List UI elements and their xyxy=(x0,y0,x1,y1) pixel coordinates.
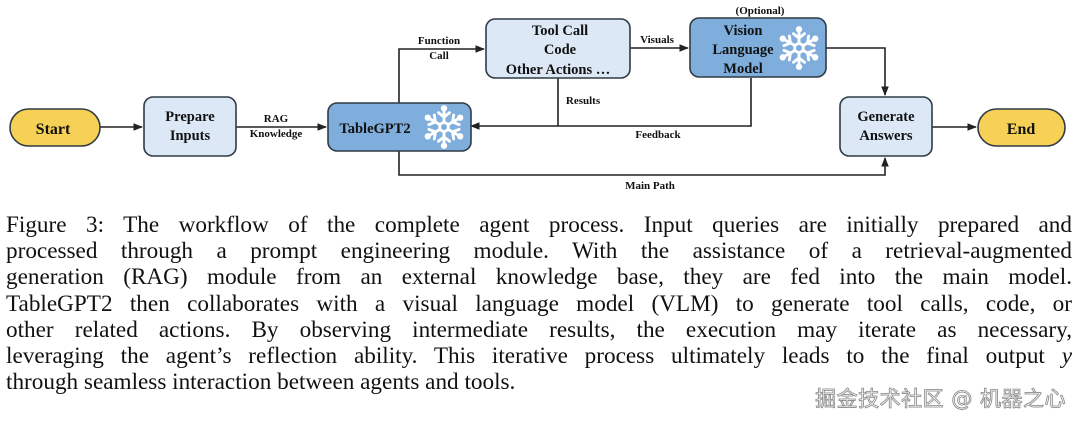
node-generate-line1: Generate xyxy=(857,109,915,125)
node-prepare-inputs: Prepare Inputs xyxy=(143,96,237,157)
caption-line: generation (RAG) module from an external… xyxy=(6,264,1072,291)
edge-feedback xyxy=(470,78,752,130)
node-generate-line2: Answers xyxy=(859,128,913,144)
node-prepare-line1: Prepare xyxy=(165,109,215,125)
edge-vlm-to-generate xyxy=(826,47,889,96)
node-generate-answers: Generate Answers xyxy=(839,96,933,157)
edge-label-rag: RAG xyxy=(264,113,289,125)
edges xyxy=(100,44,977,176)
node-tablegpt2-label: TableGPT2 xyxy=(339,121,410,137)
node-vlm: (Optional) Vision Language Model xyxy=(689,5,827,78)
node-start-label: Start xyxy=(36,121,71,138)
edge-label-function: Function xyxy=(418,35,460,47)
caption-line: through seamless interaction between age… xyxy=(6,369,516,396)
edge-main-path xyxy=(398,150,889,176)
caption-line: processed through a prompt engineering m… xyxy=(6,238,1072,265)
caption-line: TableGPT2 then collaborates with a visua… xyxy=(6,290,1072,317)
edge-label-results: Results xyxy=(566,95,601,107)
caption-line-text: leveraging the agent’s reflection abilit… xyxy=(6,343,1045,370)
node-vlm-line1: Vision xyxy=(724,23,763,39)
node-tool-line3: Other Actions … xyxy=(506,62,610,78)
node-vlm-line2: Language xyxy=(712,42,774,58)
edge-label-knowledge: Knowledge xyxy=(250,128,303,140)
edge-function-call xyxy=(398,45,485,104)
watermark: 掘金技术社区 @ 机器之心 xyxy=(815,387,1066,412)
edge-label-feedback: Feedback xyxy=(635,129,681,141)
caption-line-with-var: leveraging the agent’s reflection abilit… xyxy=(6,343,1072,369)
edge-label-main-path: Main Path xyxy=(625,180,675,192)
node-tablegpt2: TableGPT2 xyxy=(327,102,472,152)
node-tool-line1: Tool Call xyxy=(532,23,588,39)
node-start: Start xyxy=(9,108,101,147)
edge-label-call: Call xyxy=(429,50,449,62)
output-variable: y xyxy=(1061,343,1072,370)
node-tool-line2: Code xyxy=(544,42,577,58)
node-end: End xyxy=(977,108,1066,147)
node-tool-call: Tool Call Code Other Actions … xyxy=(485,18,631,79)
node-vlm-optional-tag: (Optional) xyxy=(736,5,785,17)
edge-label-visuals: Visuals xyxy=(640,34,675,46)
node-prepare-line2: Inputs xyxy=(170,128,211,144)
caption-line: Figure 3: The workflow of the complete a… xyxy=(6,212,1072,238)
caption-line: other related actions. By observing inte… xyxy=(6,316,1072,343)
node-vlm-line3: Model xyxy=(723,61,762,77)
node-end-label: End xyxy=(1007,121,1036,138)
workflow-diagram: RAG Knowledge Function Call Visuals Resu… xyxy=(9,5,1066,192)
figure-caption: Figure 3: The workflow of the complete a… xyxy=(6,212,1072,395)
